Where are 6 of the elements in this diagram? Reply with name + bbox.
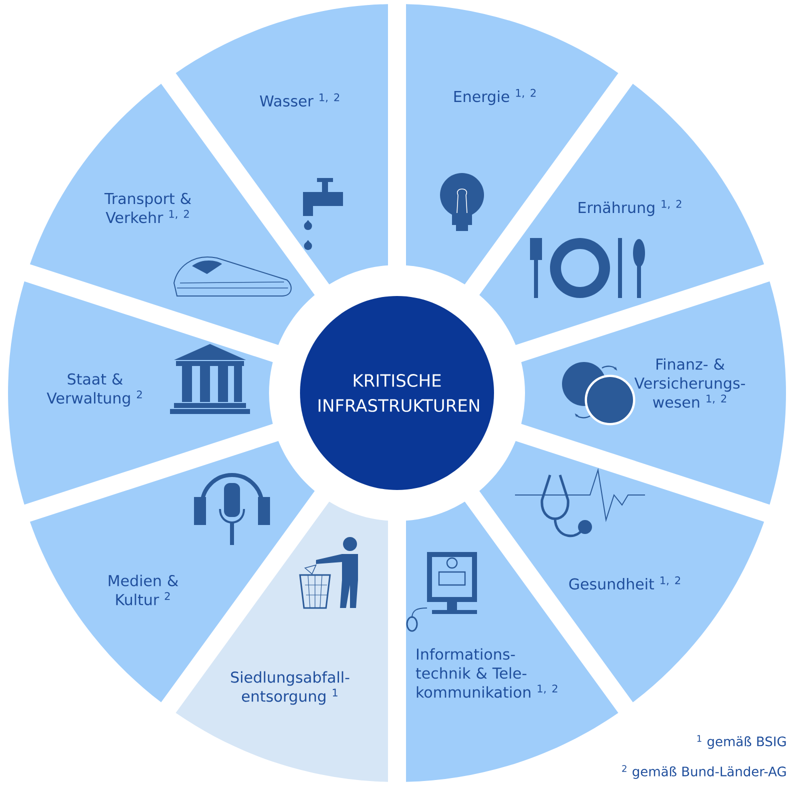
footnote: $^{1}$ gemäß BSIG (697, 735, 786, 749)
node-label: Finanz- & Versicherungs- wesen $^{1, 2}$ (634, 358, 745, 408)
sector-segment: Finanz- & Versicherungs- wesen $^{1, 2}$ (521, 281, 786, 505)
node-label: Staat & Verwaltung $^{2}$ (46, 373, 142, 407)
node-label: Medien & Kultur $^{2}$ (108, 574, 178, 606)
sector-segment: Staat & Verwaltung $^{2}$ (8, 281, 273, 505)
